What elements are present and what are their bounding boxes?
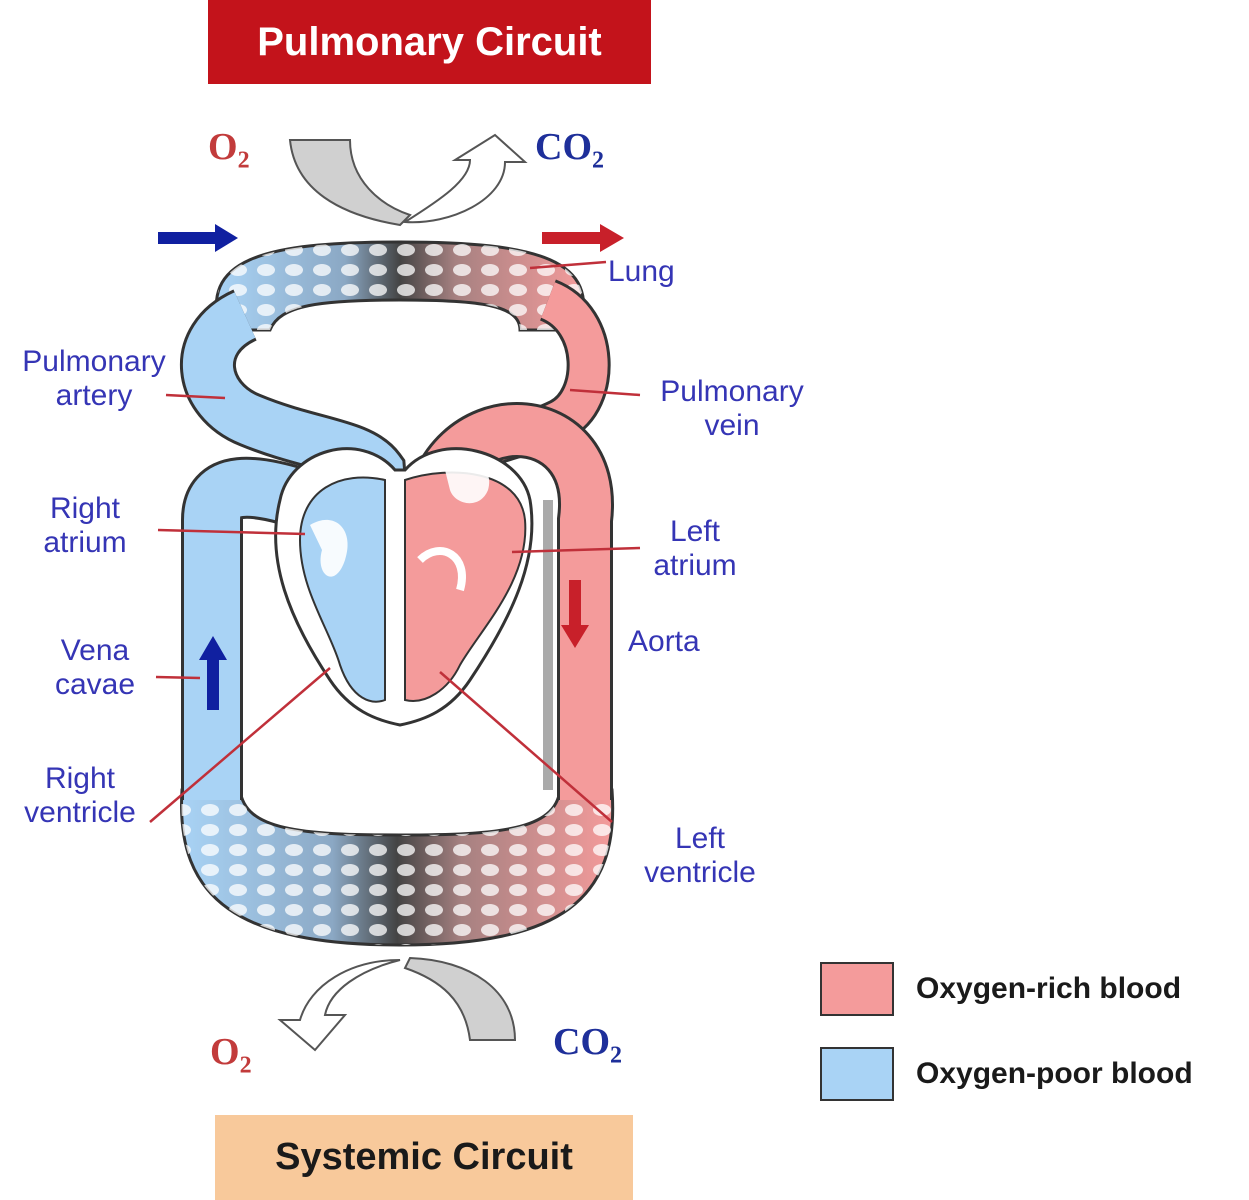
legend-oxygen-rich: Oxygen-rich blood: [820, 962, 1181, 1016]
blue-flow-arrow-top: [158, 224, 238, 252]
o2-release-arrow: [277, 959, 401, 1052]
legend-oxygen-poor: Oxygen-poor blood: [820, 1047, 1193, 1101]
co2-intake-arrow: [403, 956, 517, 1041]
co2-release-arrow: [401, 133, 528, 224]
body-capillary-bed: [179, 788, 615, 947]
right-heart-chambers: [298, 476, 386, 703]
lung-capillary-bed: [214, 240, 586, 332]
oxygen-rich-text: Oxygen-rich blood: [916, 972, 1182, 1005]
pulmonary-circuit-banner: Pulmonary Circuit: [208, 0, 651, 84]
oxygen-poor-swatch: [820, 1047, 894, 1101]
co2-top-label: CO2: [535, 126, 604, 174]
lung-label: Lung: [608, 255, 675, 288]
o2-intake-arrow: [288, 139, 412, 227]
red-flow-arrow-down: [561, 580, 589, 648]
leader-lines: [149, 260, 641, 823]
aorta-label: Aorta: [628, 625, 700, 658]
co2-bottom-label: CO2: [553, 1021, 622, 1069]
o2-top-label: O2: [208, 126, 250, 174]
o2-bottom-label: O2: [210, 1031, 252, 1079]
heart: [274, 447, 534, 727]
blue-flow-arrow-up: [199, 636, 227, 710]
oxygen-poor-text: Oxygen-poor blood: [916, 1057, 1193, 1090]
red-flow-arrow-top: [542, 224, 624, 252]
systemic-circuit-banner: Systemic Circuit: [215, 1115, 633, 1200]
oxygen-rich-swatch: [820, 962, 894, 1016]
